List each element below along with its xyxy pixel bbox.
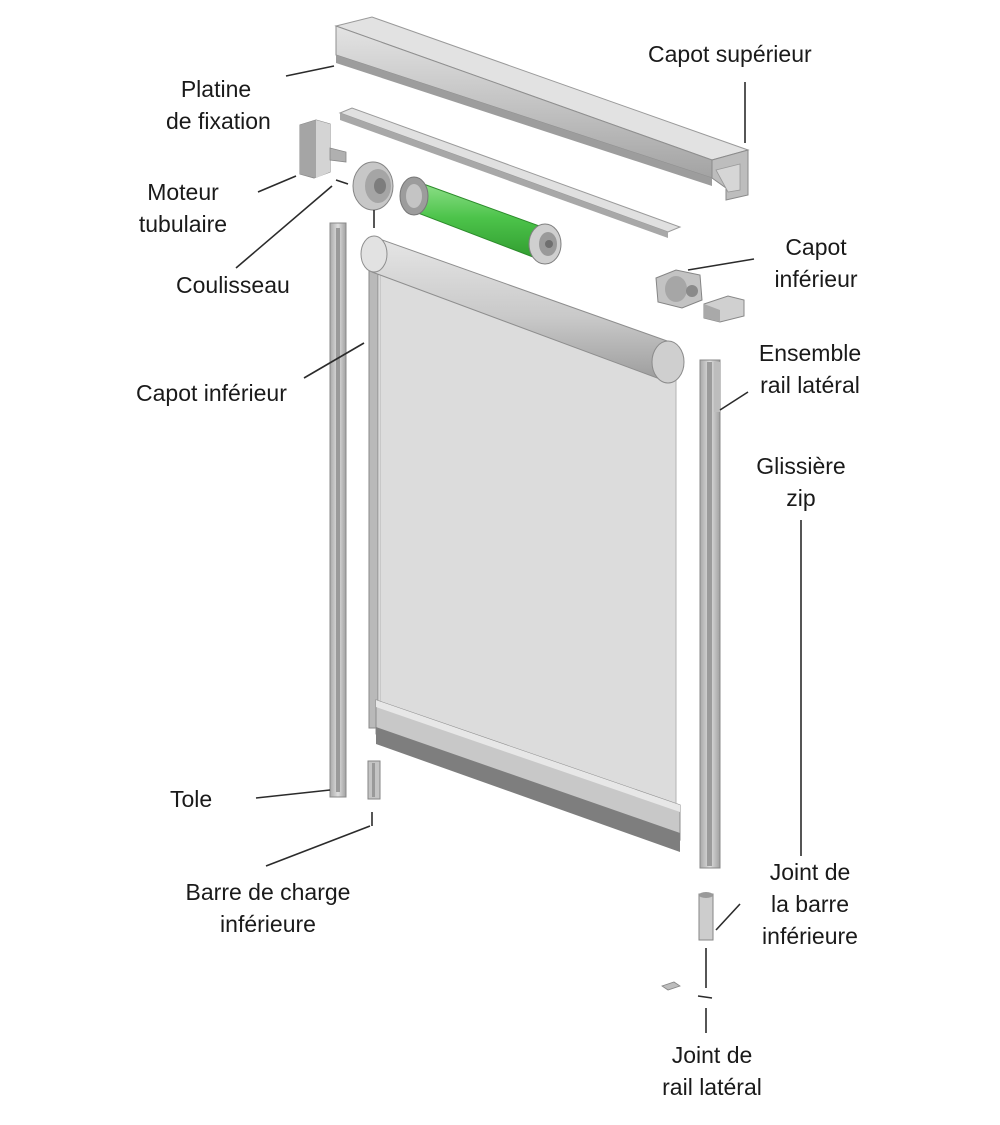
label-coulisseau: Coulisseau (176, 272, 290, 298)
leader-platine (285, 65, 335, 77)
leader-ensemble-rail (719, 391, 749, 411)
label-capot-inferieur-left: Capot inférieur (136, 380, 287, 406)
leader-motor-dash-a (335, 179, 349, 185)
leader-joint-barre (715, 903, 741, 931)
inner-left-rail-part (368, 261, 379, 729)
leader-barre-charge (265, 825, 371, 867)
bottom-bar-joint-right-part (698, 892, 714, 941)
top-cover-part (334, 16, 750, 201)
roller-box-part (360, 235, 685, 384)
lower-cover-strip (338, 107, 682, 238)
label-capot-inferieur-right: Capot inférieur (774, 234, 858, 292)
right-rail-part (699, 359, 721, 869)
leader-moteur (257, 175, 297, 193)
leader-capot-inferieur-right (687, 258, 755, 271)
leader-tole (255, 789, 331, 799)
leader-joint-rail-dash-a (697, 995, 713, 999)
right-bracket-part (655, 269, 745, 323)
leader-lines (235, 65, 802, 1033)
label-tole: Tole (170, 786, 213, 812)
bottom-load-bar-part (375, 699, 681, 852)
label-glissiere-zip: Glissière zip (756, 453, 846, 511)
leader-capot-inferieur-left (303, 342, 365, 379)
tubular-motor-part (399, 176, 562, 265)
left-rail-part (329, 222, 347, 798)
side-rail-joint-part (661, 981, 681, 991)
leader-coulisseau (235, 185, 333, 269)
label-barre-charge: Barre de charge inférieure (185, 879, 351, 937)
bottom-bar-joint-left-part (367, 760, 381, 800)
mounting-bracket-part (299, 119, 347, 179)
label-capot-superieur: Capot supérieur (648, 41, 812, 67)
label-moteur-tubulaire: Moteur tubulaire (138, 179, 228, 237)
label-joint-rail: Joint de rail latéral (662, 1042, 762, 1100)
left-end-cap-part (352, 161, 394, 211)
label-joint-barre: Joint de la barre inférieure (762, 859, 858, 949)
label-ensemble-rail: Ensemble rail latéral (758, 340, 862, 398)
label-platine-fixation: Platine de fixation (166, 76, 271, 134)
